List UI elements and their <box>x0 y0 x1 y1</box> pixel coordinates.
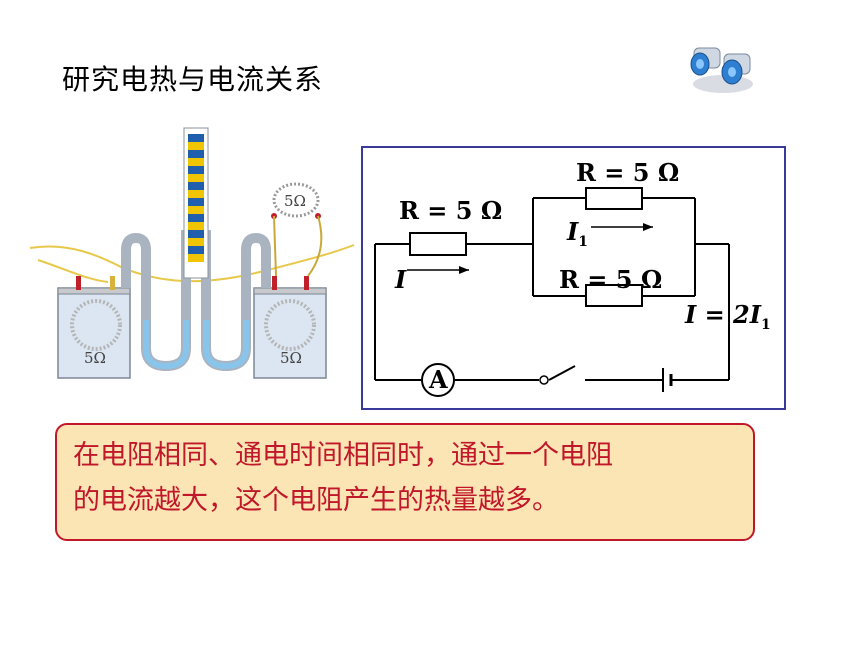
binoculars-icon <box>690 47 753 93</box>
parallel-resistor-bottom-label: R = 5 Ω <box>559 265 662 294</box>
series-resistor-label: R = 5 Ω <box>399 196 502 225</box>
left-resistor-label: 5Ω <box>84 349 106 367</box>
external-resistor-label: 5Ω <box>284 192 306 210</box>
page-title: 研究电热与电流关系 <box>62 63 324 96</box>
main-current-label: I <box>394 265 407 294</box>
ammeter-symbol <box>421 363 455 397</box>
current-relation-label: I = 2I1 <box>684 300 771 333</box>
conclusion-line-2: 的电流越大，这个电阻产生的热量越多。 <box>73 485 559 516</box>
conclusion-box: 在电阻相同、通电时间相同时，通过一个电阻 的电流越大，这个电阻产生的热量越多。 <box>55 423 755 541</box>
ammeter-label: A <box>428 365 448 394</box>
conclusion-line-1: 在电阻相同、通电时间相同时，通过一个电阻 <box>73 440 613 471</box>
branch-current-label: I1 <box>566 217 588 250</box>
circuit-diagram: A R = 5 Ω R = 5 Ω R = 5 Ω I I1 I = 2I1 <box>361 146 786 410</box>
experiment-apparatus: 5Ω 5Ω 5Ω <box>28 120 358 390</box>
right-resistor-label: 5Ω <box>280 349 302 367</box>
parallel-resistor-top-label: R = 5 Ω <box>576 158 679 187</box>
